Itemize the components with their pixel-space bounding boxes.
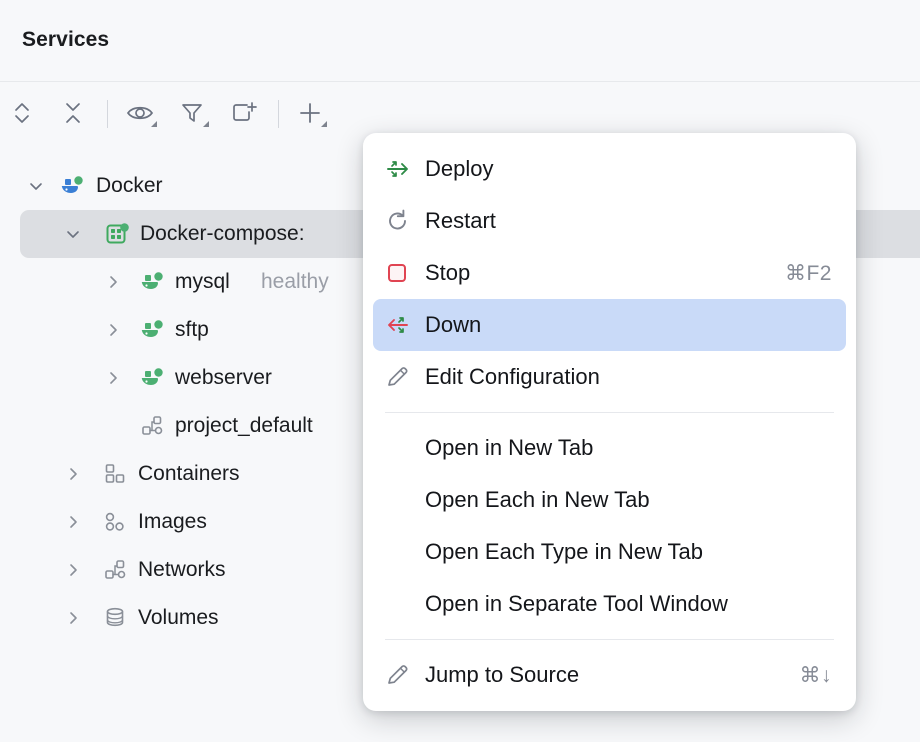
tree-node-label: project_default bbox=[175, 414, 313, 437]
menu-item-label: Edit Configuration bbox=[425, 364, 600, 389]
add-icon[interactable] bbox=[292, 96, 328, 130]
network-icon bbox=[140, 413, 166, 439]
containers-icon bbox=[103, 461, 129, 487]
menu-item-shortcut: ⌘↓ bbox=[799, 663, 832, 687]
filter-icon[interactable] bbox=[174, 96, 210, 130]
show-hide-icon[interactable] bbox=[122, 96, 158, 130]
menu-item-open-in-new-tab[interactable]: Open in New Tab bbox=[363, 422, 856, 474]
menu-item-shortcut: ⌘F2 bbox=[784, 261, 832, 285]
chevron-right-icon[interactable] bbox=[102, 319, 124, 341]
menu-item-open-each-in-new-tab[interactable]: Open Each in New Tab bbox=[363, 474, 856, 526]
context-menu: Deploy Restart Stop ⌘F2 bbox=[363, 133, 856, 711]
tree-node-label: Images bbox=[138, 510, 207, 533]
menu-item-deploy[interactable]: Deploy bbox=[363, 143, 856, 195]
menu-separator bbox=[385, 412, 834, 413]
tree-node-images[interactable]: Images bbox=[0, 498, 920, 546]
menu-item-open-each-type-in-new-tab[interactable]: Open Each Type in New Tab bbox=[363, 526, 856, 578]
tree-node-sftp[interactable]: sftp bbox=[0, 306, 920, 354]
expand-collapse-icon[interactable] bbox=[4, 96, 40, 130]
menu-item-down[interactable]: Down bbox=[373, 299, 846, 351]
tree-node-label: Docker-compose: bbox=[140, 222, 305, 245]
tree-node-label: Docker bbox=[96, 174, 163, 197]
menu-item-stop[interactable]: Stop ⌘F2 bbox=[363, 247, 856, 299]
volumes-icon bbox=[103, 605, 129, 631]
tool-window-header: Services bbox=[0, 0, 920, 82]
images-icon bbox=[103, 509, 129, 535]
menu-item-label: Open Each in New Tab bbox=[425, 487, 650, 512]
tree-node-mysql[interactable]: mysql healthy bbox=[0, 258, 920, 306]
menu-item-label: Open in New Tab bbox=[425, 435, 594, 460]
tree-node-label: Volumes bbox=[138, 606, 219, 629]
chevron-down-icon bbox=[203, 121, 209, 127]
menu-item-label: Open in Separate Tool Window bbox=[425, 591, 728, 616]
menu-separator bbox=[385, 639, 834, 640]
menu-item-label: Restart bbox=[425, 208, 496, 233]
menu-item-edit-configuration[interactable]: Edit Configuration bbox=[363, 351, 856, 403]
pencil-icon bbox=[385, 362, 425, 392]
pencil-icon bbox=[385, 660, 425, 690]
toolbar-divider bbox=[278, 100, 279, 128]
docker-service-icon bbox=[140, 269, 166, 295]
tree-node-label: Containers bbox=[138, 462, 240, 485]
menu-item-open-in-separate-tool-window[interactable]: Open in Separate Tool Window bbox=[363, 578, 856, 630]
tree-node-label: Networks bbox=[138, 558, 226, 581]
tree-node-networks[interactable]: Networks bbox=[0, 546, 920, 594]
docker-service-icon bbox=[140, 365, 166, 391]
chevron-right-icon[interactable] bbox=[62, 559, 84, 581]
menu-item-label: Stop bbox=[425, 260, 471, 285]
chevron-down-icon[interactable] bbox=[62, 223, 84, 245]
tree-node-volumes[interactable]: Volumes bbox=[0, 594, 920, 642]
networks-icon bbox=[103, 557, 129, 583]
collapse-all-icon[interactable] bbox=[55, 96, 91, 130]
status-badge: healthy bbox=[261, 270, 329, 293]
page-title: Services bbox=[22, 28, 110, 51]
docker-service-icon bbox=[140, 317, 166, 343]
stop-icon bbox=[385, 258, 425, 288]
tree-node-label: webserver bbox=[175, 366, 272, 389]
chevron-right-icon[interactable] bbox=[62, 463, 84, 485]
chevron-right-icon[interactable] bbox=[62, 511, 84, 533]
tree-node-containers[interactable]: Containers bbox=[0, 450, 920, 498]
restart-icon bbox=[385, 206, 425, 236]
chevron-down-icon[interactable] bbox=[25, 175, 47, 197]
menu-item-label: Down bbox=[425, 312, 482, 337]
chevron-right-icon[interactable] bbox=[102, 271, 124, 293]
chevron-right-icon[interactable] bbox=[62, 607, 84, 629]
menu-item-label: Jump to Source bbox=[425, 662, 580, 687]
chevron-down-icon bbox=[321, 121, 327, 127]
menu-item-restart[interactable]: Restart bbox=[363, 195, 856, 247]
docker-compose-icon bbox=[105, 221, 131, 247]
down-icon bbox=[385, 310, 425, 340]
deploy-icon bbox=[385, 154, 425, 184]
tree-node-label: mysql bbox=[175, 270, 230, 293]
menu-item-label: Open Each Type in New Tab bbox=[425, 539, 704, 564]
chevron-right-icon[interactable] bbox=[102, 367, 124, 389]
tree-node-webserver[interactable]: webserver bbox=[0, 354, 920, 402]
tree-node-project-default[interactable]: project_default bbox=[0, 402, 920, 450]
chevron-down-icon bbox=[151, 121, 157, 127]
tree-node-label: sftp bbox=[175, 318, 209, 341]
tree-node-docker[interactable]: Docker bbox=[0, 162, 920, 210]
menu-item-jump-to-source[interactable]: Jump to Source ⌘↓ bbox=[363, 649, 856, 701]
menu-item-label: Deploy bbox=[425, 156, 494, 181]
toolbar-divider bbox=[107, 100, 108, 128]
docker-whale-icon bbox=[60, 173, 86, 199]
open-in-new-tab-icon[interactable] bbox=[226, 96, 262, 130]
